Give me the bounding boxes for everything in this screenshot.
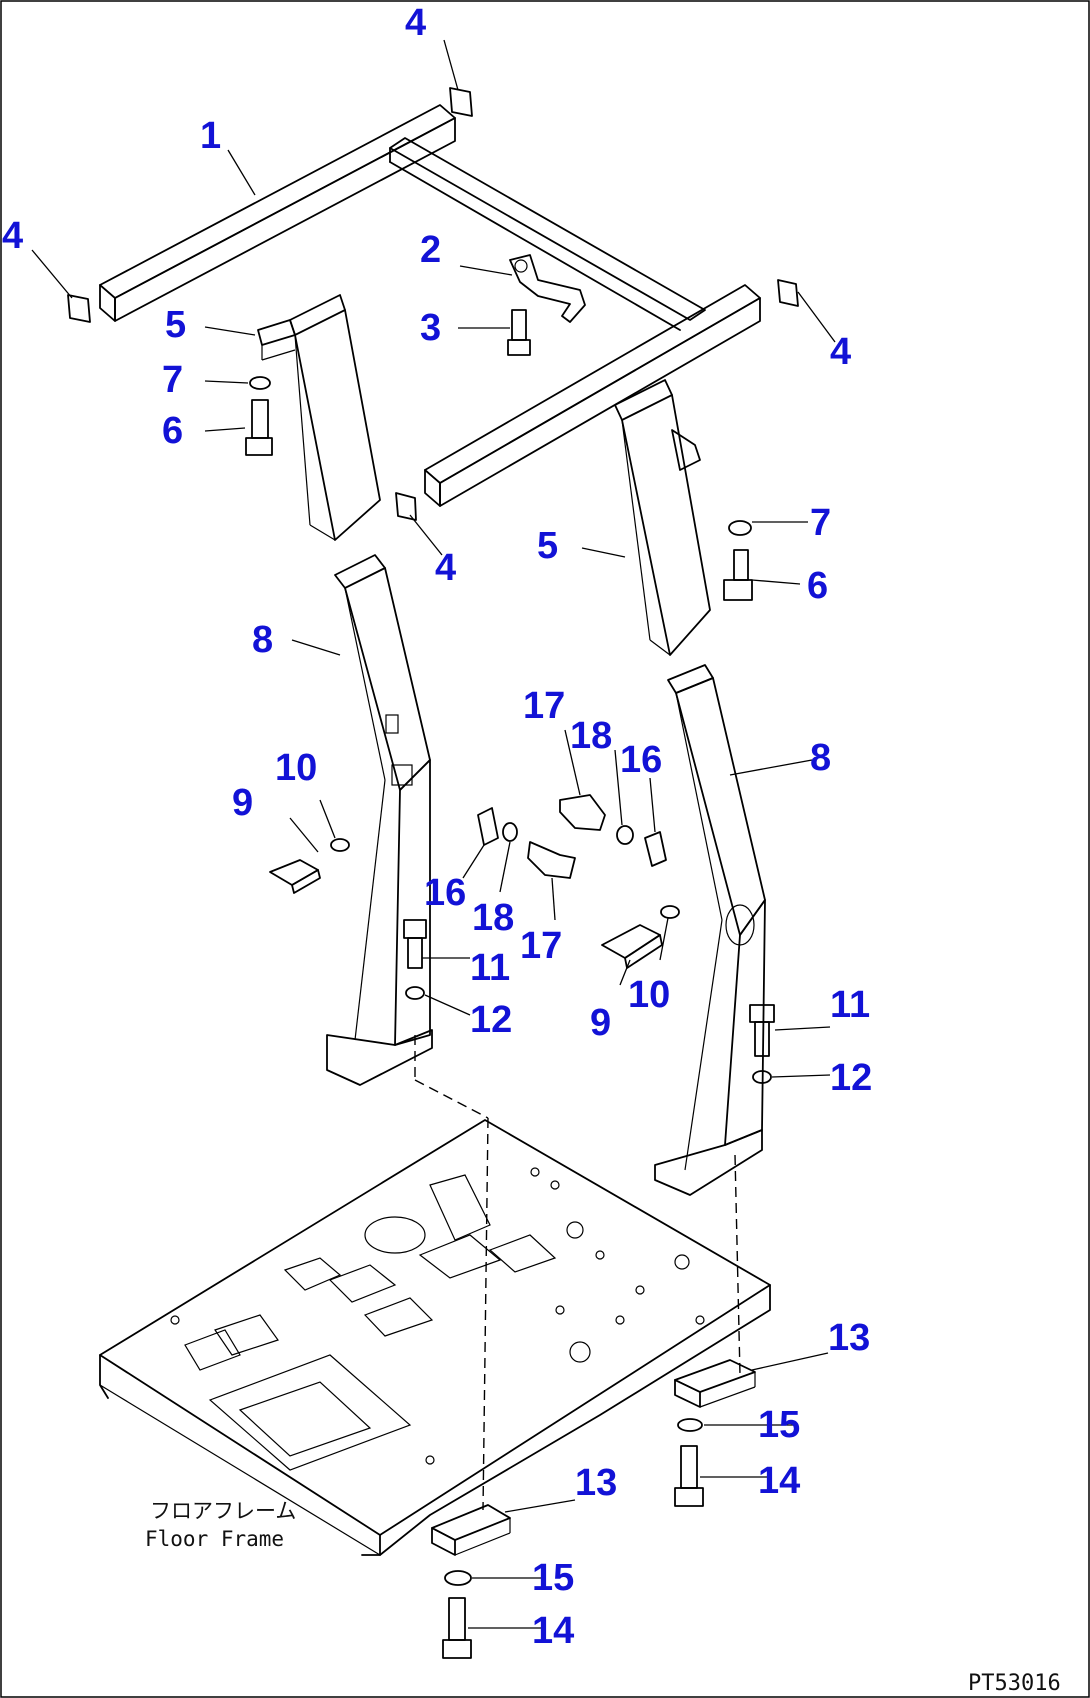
callout-6-left: 6 — [162, 410, 183, 452]
top-cross-beam — [389, 137, 706, 331]
mount-part-13-bottom — [431, 1504, 511, 1556]
bolt-part-17-left — [527, 841, 576, 879]
callout-17-lower: 17 — [520, 925, 562, 967]
callout-labels: 1 2 3 4 4 4 4 5 5 6 6 7 7 8 8 9 9 10 10 … — [2, 2, 872, 1652]
callout-14-bottom: 14 — [532, 1610, 574, 1652]
washer-part-18-left — [502, 822, 518, 842]
washer-part-18-right — [616, 825, 634, 845]
bolt-part-17-right — [559, 794, 606, 831]
washer-part-12-left — [405, 986, 425, 1000]
callout-11-right: 11 — [830, 984, 870, 1026]
callout-15-right: 15 — [758, 1404, 800, 1446]
callout-7-left: 7 — [162, 359, 183, 401]
plate-part-4 — [67, 87, 799, 521]
washer-part-12-right — [752, 1070, 772, 1084]
mount-part-13-right — [674, 1359, 756, 1408]
bolt-part-14-bottom — [442, 1597, 472, 1659]
callout-3-a: 3 — [420, 307, 441, 349]
callout-2-a: 2 — [420, 229, 441, 271]
washer-part-10-right — [660, 905, 680, 919]
clip-part-16-right — [644, 831, 667, 867]
washer-part-10-left — [330, 838, 350, 852]
bolt-part-6-left — [245, 399, 273, 456]
callout-9-right: 9 — [590, 1002, 611, 1044]
callout-12-left: 12 — [470, 999, 512, 1041]
callout-9-left: 9 — [232, 782, 253, 824]
bracket-part-2 — [509, 254, 586, 323]
clip-part-16-left — [477, 807, 499, 846]
upper-pillar-left — [257, 294, 381, 541]
bolt-part-6-right — [723, 549, 753, 601]
callout-13-bottom: 13 — [575, 1462, 617, 1504]
bolt-part-9-left — [269, 859, 321, 894]
callout-17-upper: 17 — [523, 685, 565, 727]
callout-1: 1 — [200, 115, 221, 157]
callout-11-left: 11 — [470, 947, 510, 989]
top-beam-left — [99, 104, 456, 322]
callout-5-right: 5 — [537, 525, 558, 567]
callout-8-right: 8 — [810, 737, 831, 779]
washer-part-15-right — [677, 1418, 703, 1432]
callout-16-left: 16 — [424, 872, 466, 914]
callout-4-d: 4 — [435, 547, 456, 589]
callout-4-c: 4 — [830, 331, 851, 373]
callout-15-bottom: 15 — [532, 1557, 574, 1599]
bolt-part-11-right — [749, 1004, 775, 1057]
leader-lines — [31, 39, 836, 1629]
callout-10-right: 10 — [628, 974, 670, 1016]
alignment-lines — [414, 1035, 741, 1511]
callout-8-left: 8 — [252, 619, 273, 661]
upper-pillar-right — [614, 379, 711, 656]
floor-frame-caption-japanese: フロアフレーム — [150, 1499, 296, 1523]
top-beam-right — [424, 284, 761, 507]
callout-7-right: 7 — [810, 502, 831, 544]
callout-4-b: 4 — [2, 215, 23, 257]
bolt-part-9-right — [601, 924, 663, 969]
callout-5-left: 5 — [165, 304, 186, 346]
callout-14-right: 14 — [758, 1460, 800, 1502]
washer-part-7-left — [249, 376, 271, 390]
callout-16-right: 16 — [620, 739, 662, 781]
floor-frame — [99, 1119, 771, 1556]
callout-18-upper: 18 — [570, 715, 612, 757]
bolt-part-14-right — [674, 1445, 704, 1507]
callout-10-left: 10 — [275, 747, 317, 789]
callout-18-lower: 18 — [472, 897, 514, 939]
lower-pillar-left — [326, 554, 433, 1086]
callout-12-right: 12 — [830, 1057, 872, 1099]
callout-4-a: 4 — [405, 2, 426, 44]
callout-13-right: 13 — [828, 1317, 870, 1359]
floor-frame-caption-english: Floor Frame — [145, 1527, 284, 1551]
bolt-part-11-left — [403, 919, 427, 969]
drawing-code: PT53016 — [968, 1671, 1061, 1696]
washer-part-7-right — [728, 520, 752, 536]
washer-part-15-bottom — [444, 1570, 472, 1586]
callout-6-right: 6 — [807, 565, 828, 607]
bolt-part-3 — [507, 309, 531, 356]
lower-pillar-right — [654, 664, 766, 1196]
